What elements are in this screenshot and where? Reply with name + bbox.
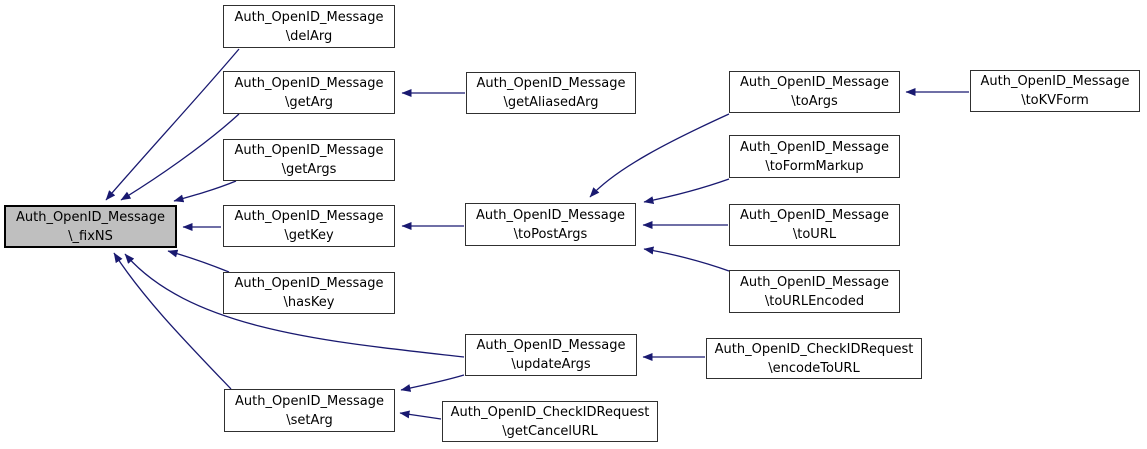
- node-method-name: \encodeToURL: [768, 360, 860, 376]
- node-toFormMarkup[interactable]: Auth_OpenID_Message \toFormMarkup: [729, 135, 900, 178]
- node-fixNS[interactable]: Auth_OpenID_Message \_fixNS: [4, 205, 177, 248]
- node-method-name: \updateArgs: [511, 357, 591, 372]
- node-method-name: \toFormMarkup: [765, 158, 864, 174]
- node-method-name: \getCancelURL: [502, 423, 598, 439]
- node-toURLEncoded[interactable]: Auth_OpenID_Message \toURLEncoded: [729, 270, 900, 313]
- node-encodeToURL[interactable]: Auth_OpenID_CheckIDRequest \encodeToURL: [706, 338, 922, 379]
- node-getArg[interactable]: Auth_OpenID_Message \getArg: [223, 71, 395, 114]
- node-method-name: \hasKey: [283, 295, 335, 310]
- node-class-name: Auth_OpenID_Message: [739, 208, 889, 223]
- edge-setArg-to-fixNS: [113, 252, 232, 390]
- node-method-name: \getArg: [285, 94, 333, 110]
- edge-hasKey-to-fixNS: [167, 249, 230, 273]
- node-getArgs[interactable]: Auth_OpenID_Message \getArgs: [223, 139, 395, 181]
- node-getAliasedArg[interactable]: Auth_OpenID_Message \getAliasedArg: [466, 72, 636, 114]
- edge-getCancelURL-to-setArg: [399, 410, 442, 420]
- node-toURL[interactable]: Auth_OpenID_Message \toURL: [729, 204, 900, 246]
- node-class-name: Auth_OpenID_Message: [234, 276, 384, 291]
- node-method-name: \getAliasedArg: [503, 95, 599, 110]
- node-delArg[interactable]: Auth_OpenID_Message \delArg: [223, 5, 395, 48]
- node-class-name: Auth_OpenID_Message: [234, 209, 384, 224]
- node-method-name: \toURL: [792, 227, 837, 242]
- edge-updateArgs-to-fixNS: [124, 253, 465, 358]
- node-class-name: Auth_OpenID_Message: [476, 76, 626, 91]
- node-method-name: \setArg: [286, 412, 333, 428]
- node-class-name: Auth_OpenID_Message: [234, 393, 384, 409]
- node-method-name: \toPostArgs: [513, 226, 588, 242]
- node-hasKey[interactable]: Auth_OpenID_Message \hasKey: [223, 272, 395, 314]
- node-method-name: \getKey: [284, 228, 334, 243]
- edge-toURLEncoded-to-toPostArgs: [643, 246, 730, 272]
- node-class-name: Auth_OpenID_Message: [475, 207, 625, 223]
- node-class-name: Auth_OpenID_Message: [234, 143, 384, 158]
- edge-toArgs-to-toPostArgs: [589, 113, 730, 198]
- node-toPostArgs[interactable]: Auth_OpenID_Message \toPostArgs: [465, 203, 636, 246]
- node-getKey[interactable]: Auth_OpenID_Message \getKey: [223, 205, 395, 247]
- node-getCancelURL[interactable]: Auth_OpenID_CheckIDRequest \getCancelURL: [442, 401, 658, 442]
- node-class-name: Auth_OpenID_Message: [739, 139, 889, 155]
- node-updateArgs[interactable]: Auth_OpenID_Message \updateArgs: [465, 334, 637, 376]
- node-method-name: \toURLEncoded: [764, 293, 865, 309]
- node-setArg[interactable]: Auth_OpenID_Message \setArg: [224, 389, 395, 432]
- node-class-name: Auth_OpenID_Message: [476, 338, 626, 353]
- node-toKVForm[interactable]: Auth_OpenID_Message \toKVForm: [970, 70, 1140, 112]
- node-class-name: Auth_OpenID_Message: [739, 75, 889, 90]
- node-toArgs[interactable]: Auth_OpenID_Message \toArgs: [729, 71, 900, 113]
- node-class-name: Auth_OpenID_Message: [739, 274, 889, 290]
- edge-delArg-to-fixNS: [105, 48, 240, 201]
- edge-toFormMarkup-to-toPostArgs: [643, 178, 730, 205]
- node-class-name: Auth_OpenID_CheckIDRequest: [714, 341, 914, 357]
- node-class-name: Auth_OpenID_Message: [234, 9, 384, 25]
- node-method-name: \getArgs: [281, 162, 337, 177]
- node-class-name: Auth_OpenID_Message: [234, 75, 384, 91]
- edge-getArg-to-fixNS: [120, 113, 240, 201]
- node-class-name: Auth_OpenID_CheckIDRequest: [450, 404, 650, 420]
- node-method-name: \toArgs: [791, 94, 838, 109]
- node-method-name: \_fixNS: [68, 228, 113, 244]
- node-class-name: Auth_OpenID_Message: [980, 74, 1130, 89]
- node-method-name: \toKVForm: [1021, 93, 1089, 108]
- edge-getArgs-to-fixNS: [173, 180, 237, 203]
- edge-updateArgs-to-setArg: [400, 374, 465, 392]
- node-class-name: Auth_OpenID_Message: [15, 209, 165, 225]
- node-method-name: \delArg: [285, 28, 333, 44]
